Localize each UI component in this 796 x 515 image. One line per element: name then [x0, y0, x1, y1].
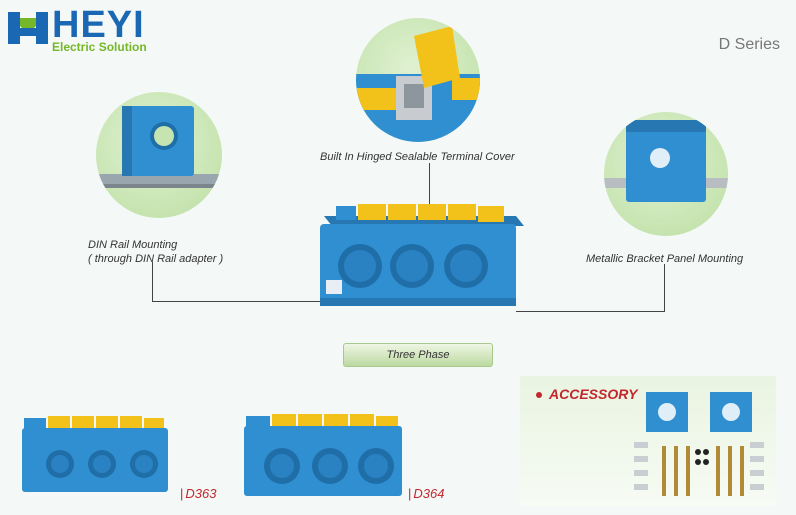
din-rail-caption: DIN Rail Mounting ( through DIN Rail ada… — [88, 238, 223, 266]
accessory-panel: ACCESSORY — [520, 376, 776, 506]
din-rail-caption-line2: ( through DIN Rail adapter ) — [88, 253, 224, 265]
model-label-d364: |D364 — [408, 486, 445, 501]
brand-tagline: Electric Solution — [52, 40, 147, 54]
model-d364-text: D364 — [413, 486, 445, 501]
terminal-cover-image — [356, 18, 480, 142]
d364-transformer-image — [244, 414, 402, 496]
series-label: D Series — [718, 36, 780, 53]
accessory-title: ACCESSORY — [536, 386, 637, 402]
heyi-logo-icon — [8, 12, 48, 44]
connector-line — [664, 264, 665, 312]
brand-logo: HEYI Electric Solution — [6, 4, 176, 54]
bracket-caption: Metallic Bracket Panel Mounting — [586, 253, 744, 265]
din-rail-caption-line1: DIN Rail Mounting — [88, 239, 178, 251]
model-d363-text: D363 — [185, 486, 217, 501]
model-label-d363: |D363 — [180, 486, 217, 501]
terminal-cover-caption: Built In Hinged Sealable Terminal Cover — [320, 151, 515, 163]
d363-transformer-image — [22, 416, 168, 492]
three-phase-transformer-image — [320, 204, 524, 306]
accessory-title-text: ACCESSORY — [549, 386, 638, 402]
three-phase-label: Three Phase — [343, 343, 493, 367]
connector-line — [152, 262, 153, 302]
din-rail-mounting-image — [96, 92, 222, 218]
accessory-parts-image — [634, 392, 764, 496]
bullet-icon — [536, 392, 542, 399]
bracket-mounting-image — [604, 112, 728, 236]
connector-line — [429, 163, 430, 213]
brand-name: HEYI — [52, 4, 145, 46]
connector-line — [152, 301, 352, 302]
connector-line — [516, 311, 665, 312]
